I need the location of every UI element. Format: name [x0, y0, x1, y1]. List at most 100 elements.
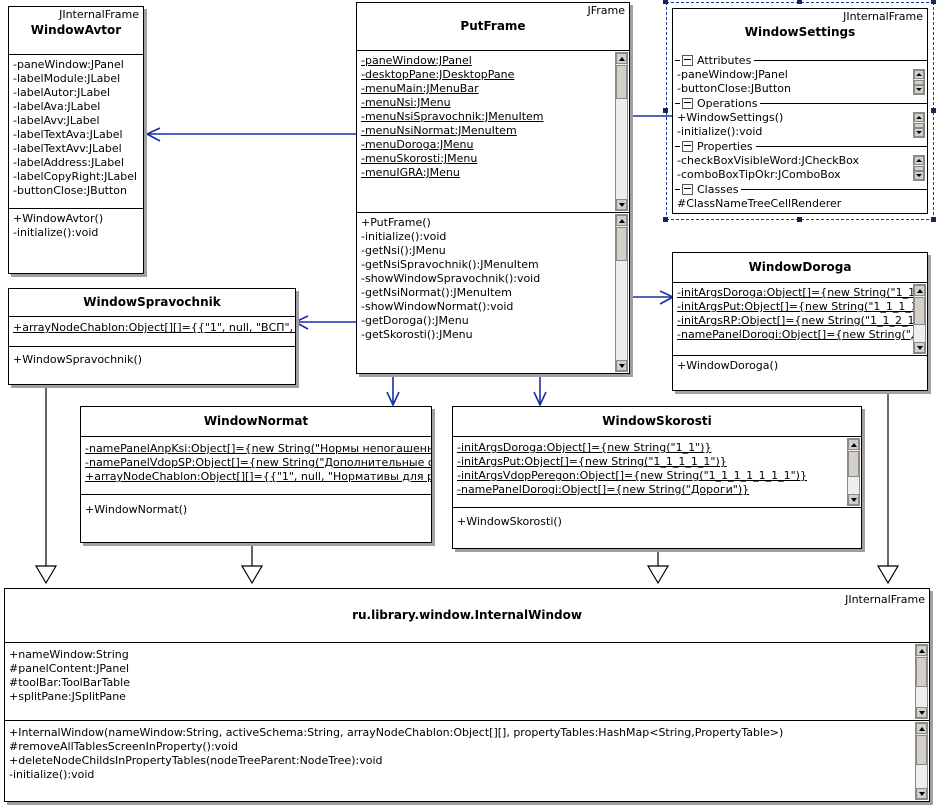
operations-scrollbar[interactable]: [915, 722, 928, 800]
operation-item: -labelAddress:JLabel: [13, 156, 125, 169]
selection-handle-middle-right[interactable]: [931, 108, 936, 113]
scrollbar-thumb[interactable]: [848, 451, 859, 477]
section-header-classes[interactable]: Classes: [673, 182, 927, 197]
class-name: WindowSkorosti: [602, 414, 712, 428]
section-scrollbar[interactable]: [913, 112, 925, 138]
operation-list: +WindowSpravochnik(): [9, 347, 295, 370]
class-window-spravochnik[interactable]: WindowSpravochnik +arrayNodeChablon:Obje…: [8, 288, 296, 385]
scroll-down-arrow-icon[interactable]: [616, 199, 627, 210]
scroll-down-arrow-icon[interactable]: [914, 342, 925, 353]
class-header: WindowNormat: [81, 407, 431, 437]
attribute-item: -initArgsVdopPeregon:Object[]={new Strin…: [457, 469, 807, 482]
operation-item: -getSkorosti():JMenu: [361, 328, 473, 341]
class-put-frame[interactable]: JFrame PutFrame -paneWindow:JPanel-deskt…: [356, 2, 630, 374]
class-window-avtor[interactable]: JInternalFrame WindowAvtor -paneWindow:J…: [8, 6, 144, 274]
scroll-up-arrow-icon[interactable]: [616, 215, 627, 226]
operations-compartment: +InternalWindow(nameWindow:String, activ…: [5, 721, 929, 801]
scrollbar-thumb[interactable]: [914, 80, 924, 85]
operation-item: -labelModule:JLabel: [13, 72, 121, 85]
operation-item: +splitPane:JSplitPane: [9, 690, 126, 703]
section-item-list: +WindowSettings()-initialize():void: [673, 111, 927, 139]
scroll-down-arrow-icon[interactable]: [916, 788, 927, 799]
collapse-toggle-icon[interactable]: [682, 184, 693, 195]
attributes-scrollbar[interactable]: [847, 438, 860, 506]
attributes-compartment: -paneWindow:JPanel-labelModule:JLabel-la…: [9, 55, 143, 209]
scroll-down-arrow-icon[interactable]: [616, 360, 627, 371]
class-window-skorosti[interactable]: WindowSkorosti -initArgsDoroga:Object[]=…: [452, 406, 862, 549]
operations-compartment: +PutFrame()-initialize():void-getNsi():J…: [357, 213, 629, 373]
collapse-toggle-icon[interactable]: [682, 55, 693, 66]
section-header-operations[interactable]: Operations: [673, 96, 927, 111]
section-header-attributes[interactable]: Attributes: [673, 53, 927, 68]
scroll-down-arrow-icon[interactable]: [848, 494, 859, 505]
scroll-down-arrow-icon[interactable]: [916, 707, 927, 718]
scrollbar-thumb[interactable]: [914, 297, 925, 325]
class-name: WindowDoroga: [748, 260, 852, 274]
selection-handle-top-center[interactable]: [797, 0, 802, 4]
operation-item: -showWindowNormat():void: [361, 300, 514, 313]
attribute-item: -initArgsPut:Object[]={new String("1_1_1…: [677, 300, 915, 313]
operation-item: +WindowDoroga(): [677, 359, 779, 372]
attribute-item: -namePanelVdopSP:Object[]={new String("Д…: [85, 456, 431, 469]
operation-item: -getNsiNormat():JMenuItem: [361, 286, 512, 299]
section-scrollbar[interactable]: [913, 69, 925, 95]
operation-list: +InternalWindow(nameWindow:String, activ…: [5, 721, 915, 785]
scrollbar-thumb[interactable]: [616, 65, 627, 99]
class-name: WindowNormat: [203, 414, 309, 428]
selection-handle-top-right[interactable]: [931, 0, 936, 4]
class-stereotype: JInternalFrame: [843, 10, 923, 23]
section-leader-right: [741, 189, 927, 190]
scroll-up-arrow-icon[interactable]: [916, 645, 927, 656]
attributes-compartment: +nameWindow:String#panelContent:JPanel#t…: [5, 643, 929, 721]
scrollbar-thumb[interactable]: [914, 123, 924, 128]
selection-handle-bottom-left[interactable]: [663, 217, 668, 222]
scrollbar-thumb[interactable]: [914, 166, 924, 171]
attributes-compartment: -initArgsDoroga:Object[]={new String("1_…: [453, 437, 861, 508]
operations-scrollbar[interactable]: [615, 214, 628, 372]
section-header-properties[interactable]: Properties: [673, 139, 927, 154]
operations-compartment: +WindowDoroga(): [673, 356, 927, 390]
operation-item: -getDoroga():JMenu: [361, 314, 469, 327]
scroll-up-arrow-icon[interactable]: [914, 113, 924, 122]
section-item: -comboBoxTipOkr:JComboBox: [677, 168, 841, 181]
scroll-up-arrow-icon[interactable]: [914, 156, 924, 165]
collapse-toggle-icon[interactable]: [682, 98, 693, 109]
section-leader-right: [760, 103, 927, 104]
scrollbar-thumb[interactable]: [916, 657, 927, 687]
scroll-down-arrow-icon[interactable]: [914, 171, 924, 180]
operation-item: -initialize():void: [9, 768, 95, 781]
class-header: JInternalFrame WindowSettings: [673, 9, 927, 53]
attribute-list: -namePanelAnpKsi:Object[]={new String("Н…: [81, 437, 431, 487]
selection-handle-middle-left[interactable]: [663, 108, 668, 113]
selection-handle-bottom-center[interactable]: [797, 217, 802, 222]
class-window-settings[interactable]: JInternalFrame WindowSettings Attributes…: [672, 8, 928, 214]
attributes-scrollbar[interactable]: [915, 644, 928, 719]
attribute-item: +arrayNodeChablon:Object[][]={{"1", null…: [85, 470, 431, 483]
attributes-scrollbar[interactable]: [615, 52, 628, 211]
class-header: JInternalFrame ru.library.window.Interna…: [5, 589, 929, 643]
scroll-down-arrow-icon[interactable]: [914, 128, 924, 137]
collapse-toggle-icon[interactable]: [682, 141, 693, 152]
class-window-doroga[interactable]: WindowDoroga -initArgsDoroga:Object[]={n…: [672, 252, 928, 391]
dependency-putframe-windowskorosti: [533, 374, 547, 407]
scroll-up-arrow-icon[interactable]: [914, 285, 925, 296]
scroll-down-arrow-icon[interactable]: [914, 85, 924, 94]
attribute-list: +arrayNodeChablon:Object[][]={{"1", null…: [9, 317, 295, 338]
attribute-item: -initArgsDoroga:Object[]={new String("1_…: [677, 286, 915, 299]
selection-handle-top-left[interactable]: [663, 0, 668, 4]
scroll-up-arrow-icon[interactable]: [914, 70, 924, 79]
scrollbar-thumb[interactable]: [916, 735, 927, 765]
section-item: -initialize():void: [677, 125, 763, 138]
operation-item: -labelTextAva:JLabel: [13, 128, 123, 141]
scroll-up-arrow-icon[interactable]: [616, 53, 627, 64]
class-window-normat[interactable]: WindowNormat -namePanelAnpKsi:Object[]={…: [80, 406, 432, 543]
attribute-item: -initArgsRP:Object[]={new String("1_1_2_…: [677, 314, 915, 327]
scrollbar-thumb[interactable]: [616, 227, 627, 261]
scroll-up-arrow-icon[interactable]: [848, 439, 859, 450]
section-scrollbar[interactable]: [913, 155, 925, 181]
scroll-up-arrow-icon[interactable]: [916, 723, 927, 734]
class-stereotype: JFrame: [587, 4, 625, 17]
attributes-scrollbar[interactable]: [913, 284, 926, 354]
class-internal-window[interactable]: JInternalFrame ru.library.window.Interna…: [4, 588, 930, 802]
selection-handle-bottom-right[interactable]: [931, 217, 936, 222]
